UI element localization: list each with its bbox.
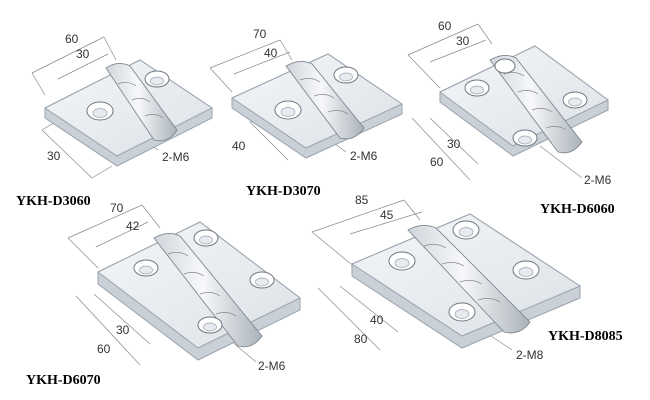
dim-hole-spacing: 42 — [126, 219, 140, 233]
dim-width: 80 — [354, 332, 368, 346]
hole-spec: 2-M6 — [350, 149, 378, 163]
dim-length: 70 — [110, 201, 124, 215]
hinge-ykh-d3070: 70 40 40 2-M6 YKH-D3070 — [209, 27, 404, 199]
dim-hole-spacing: 30 — [456, 34, 470, 48]
hole-spec: 2-M6 — [162, 150, 190, 164]
hinge-ykh-d6070: 70 42 30 60 2-M6 YKH-D6070 — [26, 201, 301, 388]
hinge-ykh-d6060: 60 30 30 60 2-M6 YKH-D6060 — [407, 19, 615, 217]
dim-hole-pitch: 40 — [370, 313, 384, 327]
dim-hole-pitch: 30 — [116, 323, 130, 337]
dim-length: 70 — [253, 27, 267, 41]
dim-length: 60 — [438, 19, 452, 33]
model-name: YKH-D6060 — [540, 202, 615, 217]
dim-hole-spacing: 40 — [264, 46, 278, 60]
hole-spec: 2-M8 — [516, 348, 544, 362]
hinge-ykh-d3060: 60 30 30 2-M6 YKH-D3060 — [16, 32, 213, 209]
dim-width: 60 — [430, 155, 444, 169]
hole-spec: 2-M6 — [584, 173, 612, 187]
model-name: YKH-D8085 — [548, 329, 623, 344]
dim-hole-spacing: 45 — [380, 208, 394, 222]
model-name: YKH-D3060 — [16, 194, 91, 209]
dim-width: 60 — [97, 342, 111, 356]
hole-spec: 2-M6 — [258, 359, 286, 373]
hinge-ykh-d8085: 85 45 40 80 2-M8 YKH-D8085 — [311, 193, 623, 362]
dim-width: 40 — [232, 139, 246, 153]
dim-length: 60 — [65, 32, 79, 46]
dim-hole-pitch: 30 — [447, 137, 461, 151]
model-name: YKH-D3070 — [246, 184, 321, 199]
dim-width: 30 — [47, 149, 61, 163]
dim-hole-spacing: 30 — [76, 47, 90, 61]
model-name: YKH-D6070 — [26, 373, 101, 388]
dim-length: 85 — [355, 193, 369, 207]
